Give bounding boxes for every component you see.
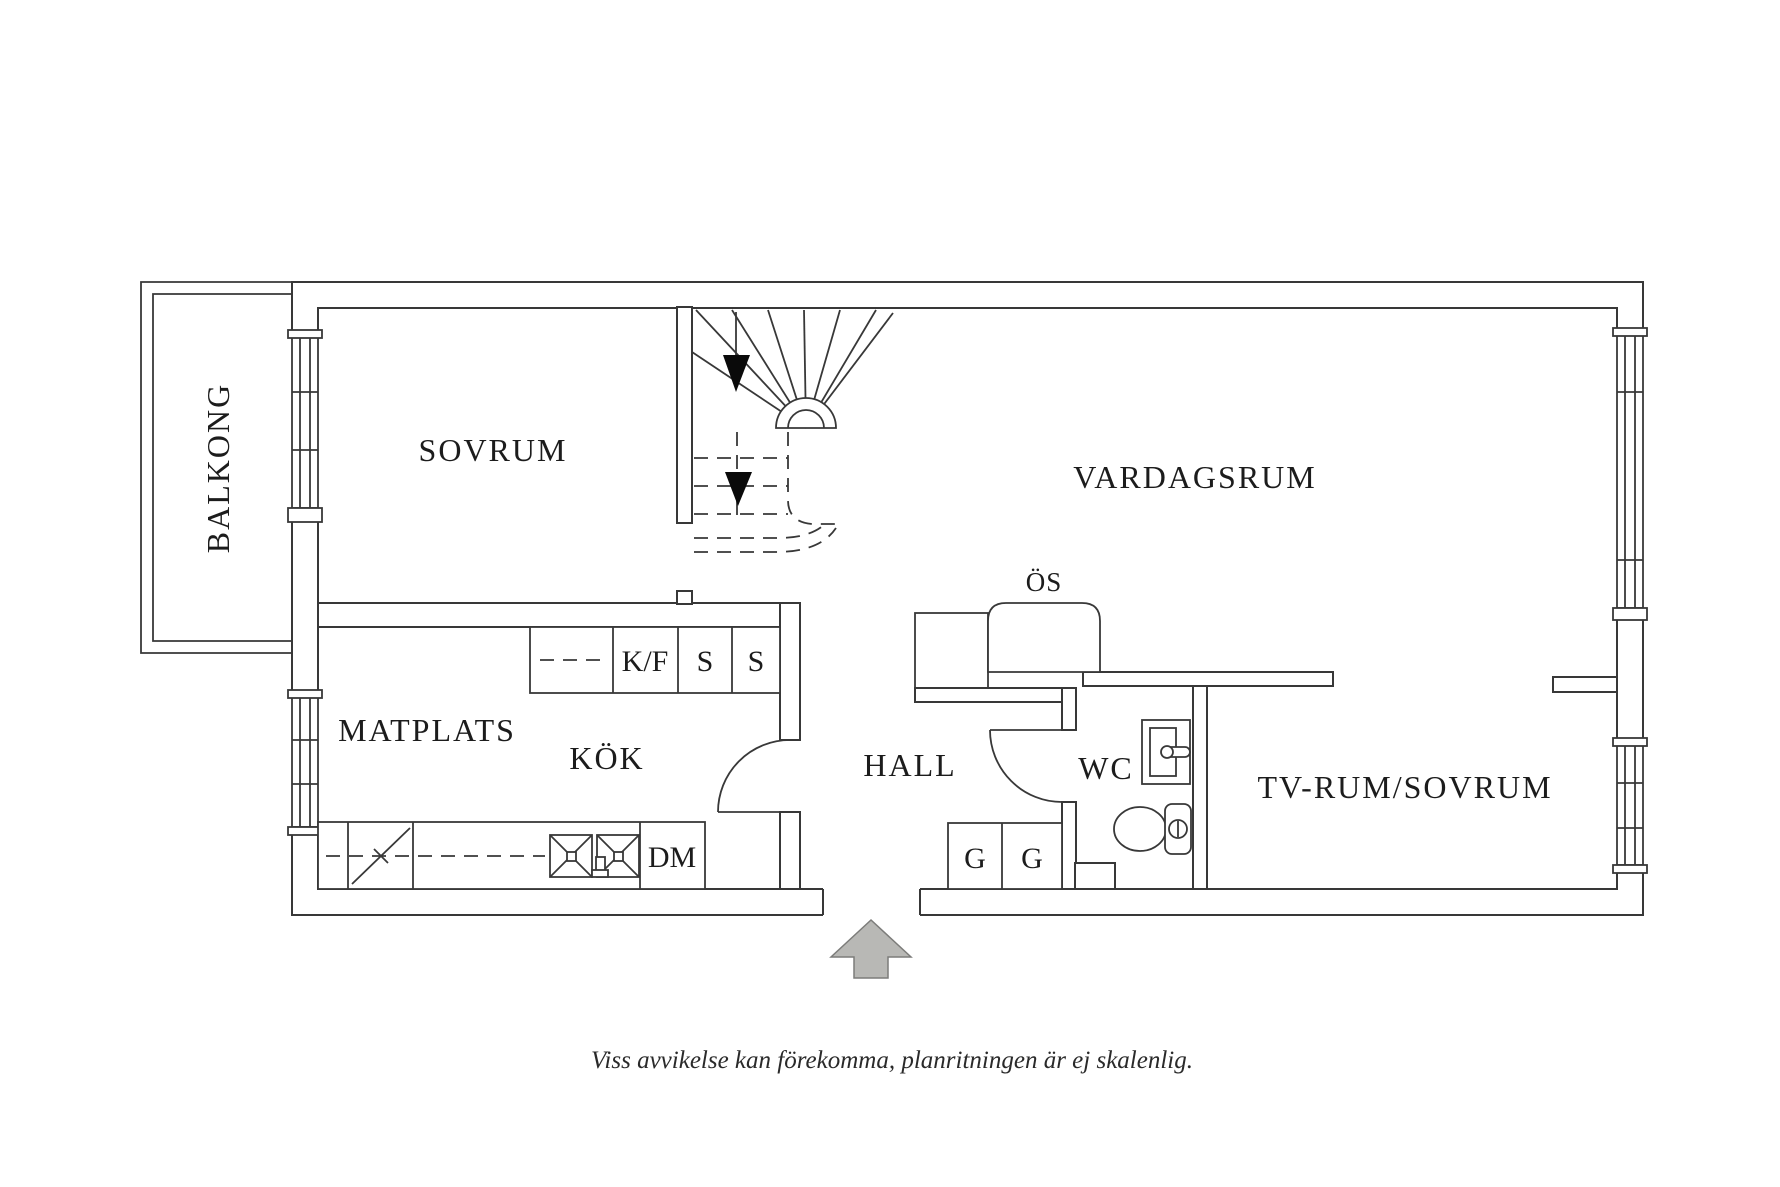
stair-down-arrow-upper [723,355,750,392]
tvrum-window [1612,737,1648,874]
sovrum-window [287,329,323,523]
kitchen-door [717,739,791,813]
wc-toilet [1113,803,1192,855]
fixture-label-fridge-freezer: K/F [622,645,669,678]
wc-door [989,729,1063,803]
interior-walls [317,306,1618,890]
fixture-label-wardrobe-1: G [964,842,986,875]
exterior-wall [291,281,1644,916]
entrance-arrow-icon [829,918,913,979]
room-label-hall: HALL [863,747,956,783]
kitchen-upper-cabinets [529,626,781,694]
fixture-label-pantry-2: S [748,645,765,678]
fireplace [914,602,1101,689]
vardagsrum-window [1612,327,1648,621]
stair-newel-outer [775,397,837,429]
stove-symbol [351,827,411,885]
room-label-matplats: MATPLATS [338,712,516,748]
fixture-label-pantry-1: S [697,645,714,678]
stair-down-arrow-lower [725,472,752,506]
entrance-opening [823,886,920,918]
matplats-window [287,689,323,836]
room-label-os: ÖS [1026,567,1063,597]
room-label-balkong: BALKONG [200,383,236,553]
wc-sink [1141,719,1191,785]
kitchen-counter [317,821,706,890]
staircase [691,309,894,553]
double-sink [549,834,640,878]
room-label-wc: WC [1078,750,1134,786]
fixture-label-wardrobe-2: G [1021,842,1043,875]
stair-treads-lower [694,432,838,553]
room-label-kok: KÖK [569,740,644,776]
room-label-sovrum: SOVRUM [419,432,568,468]
hall-wardrobes [947,822,1063,890]
disclaimer-caption: Viss avvikelse kan förekomma, planritnin… [591,1047,1193,1074]
room-label-vardagsrum: VARDAGSRUM [1073,459,1316,495]
room-label-tvrum: TV-RUM/SOVRUM [1257,769,1552,805]
fixture-label-dishwasher: DM [648,841,696,874]
stair-newel-inner [787,409,825,429]
balcony-rail [140,281,292,654]
